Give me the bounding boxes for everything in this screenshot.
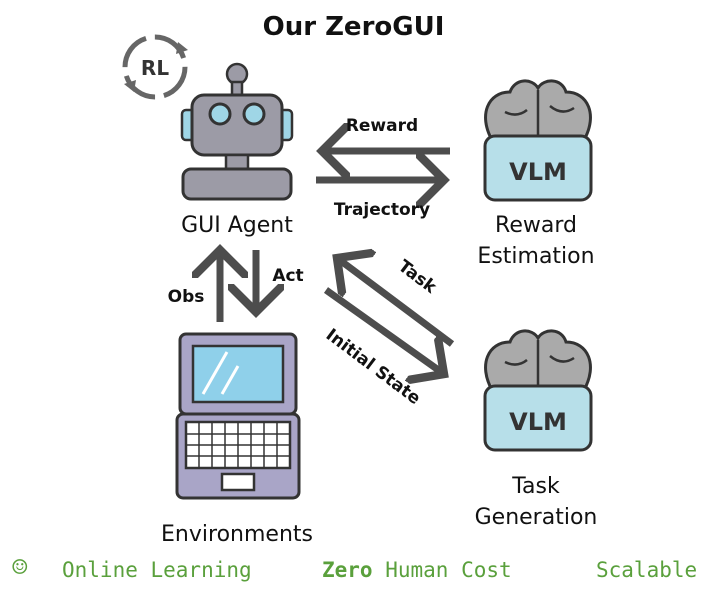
footer-zero-human-cost: Zero Human Cost — [322, 558, 512, 582]
obs-arrow-label: Obs — [168, 287, 205, 307]
reward-estimation-line2: Estimation — [477, 244, 594, 269]
footer-online-learning: Online Learning — [62, 558, 252, 582]
initial-state-arrow — [323, 287, 444, 374]
initial-state-arrow-label: Initial State — [322, 325, 424, 409]
footer-scalable: Scalable — [596, 558, 698, 582]
arrows — [220, 151, 455, 374]
reward-arrow-label: Reward — [346, 116, 418, 136]
rl-cycle-icon: RL — [122, 34, 188, 100]
act-arrow-label: Act — [272, 266, 303, 286]
footer-human-cost: Human Cost — [372, 558, 512, 582]
robot-icon — [180, 62, 294, 201]
laptop-icon — [175, 332, 301, 500]
rl-label: RL — [141, 56, 169, 80]
task-arrow-label: Task — [394, 256, 440, 298]
trajectory-arrow-label: Trajectory — [334, 200, 430, 220]
reward-vlm-label: VLM — [509, 158, 567, 186]
footer-zero: Zero — [322, 558, 373, 582]
environments-label: Environments — [161, 522, 313, 547]
task-vlm-label: VLM — [509, 408, 567, 436]
task-brain-icon: VLM — [483, 329, 593, 452]
smiley-icon: ☺ — [12, 553, 28, 583]
diagram-title: Our ZeroGUI — [262, 12, 445, 42]
reward-brain-icon: VLM — [483, 79, 593, 202]
reward-estimation-line1: Reward — [495, 213, 577, 238]
task-generation-line1: Task — [511, 474, 560, 499]
task-generation-line2: Generation — [475, 505, 598, 530]
task-arrow — [337, 258, 455, 347]
gui-agent-label: GUI Agent — [181, 213, 293, 238]
